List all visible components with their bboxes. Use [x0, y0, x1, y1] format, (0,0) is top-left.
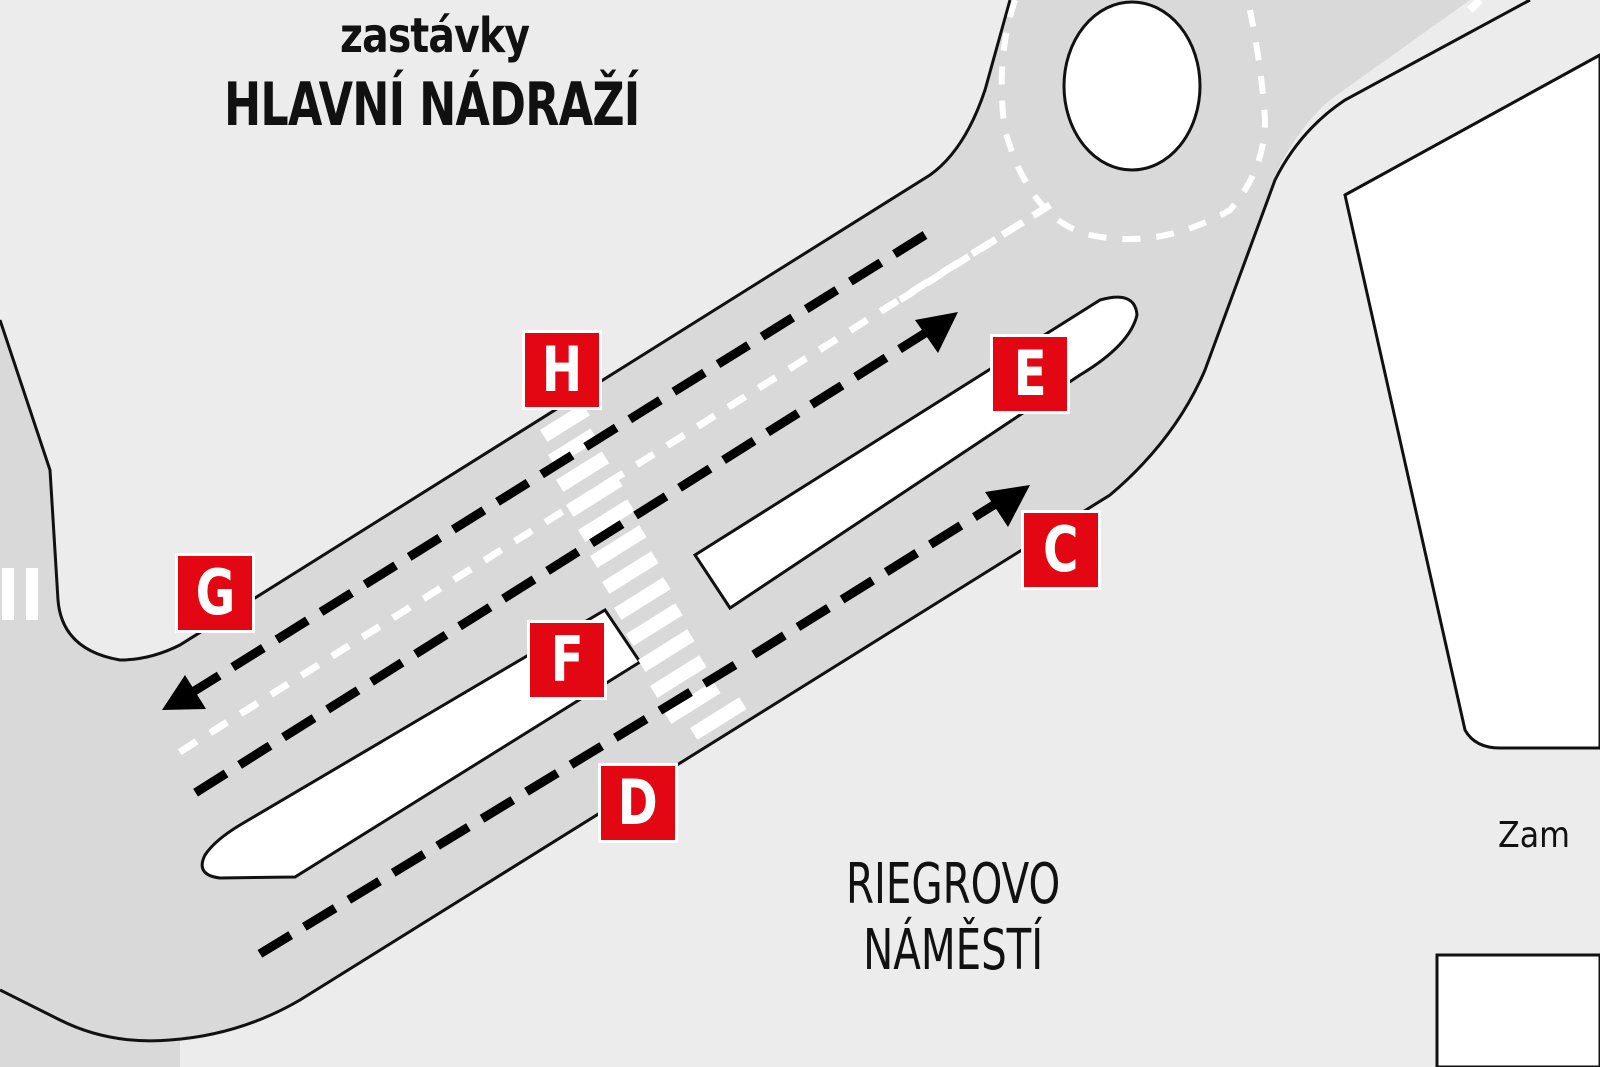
lane-line-e-direction: [192, 326, 933, 797]
building-block-right: [1343, 53, 1600, 750]
stop-label-h: H: [541, 333, 583, 406]
lane-marking-top: [1467, 0, 1483, 13]
roundabout-lane-marking: [998, 0, 1269, 243]
stop-badge-d[interactable]: D: [598, 763, 678, 843]
lane-line-g-direction: [185, 231, 928, 699]
road-edge-top: [0, 0, 1012, 662]
stop-badge-c[interactable]: C: [1021, 510, 1101, 590]
map-title-station: HLAVNÍ NÁDRAŽÍ: [224, 70, 640, 140]
building-block-bottom-right: [1435, 953, 1600, 1067]
stop-badge-h[interactable]: H: [522, 330, 602, 410]
roundabout-island: [1062, 0, 1202, 172]
stop-label-c: C: [1043, 513, 1079, 586]
road-edge-bottom: [0, 0, 1531, 1043]
lane-line-d-direction: [255, 661, 738, 959]
area-label-line1: RIEGROVO: [846, 852, 1061, 917]
map-title-stops: zastávky: [340, 8, 530, 64]
stop-label-f: F: [550, 623, 584, 696]
arrow-to-g-icon: [162, 675, 206, 710]
stop-label-e: E: [1013, 337, 1047, 410]
stop-label-d: D: [617, 766, 659, 839]
area-label-riegrovo-namesti: RIEGROVO NÁMĚSTÍ: [846, 852, 1060, 984]
stop-badge-g[interactable]: G: [175, 553, 255, 633]
stop-label-g: G: [195, 556, 235, 629]
pedestrian-crosswalk: [540, 403, 747, 740]
area-label-zam: Zam: [1498, 815, 1570, 856]
left-crosswalk: [2, 568, 38, 620]
stop-badge-f[interactable]: F: [527, 620, 607, 700]
area-label-line2: NÁMĚSTÍ: [863, 918, 1044, 983]
arrow-to-e-icon: [915, 312, 958, 353]
arrow-to-c-icon: [985, 485, 1030, 527]
stop-badge-e[interactable]: E: [990, 334, 1070, 414]
